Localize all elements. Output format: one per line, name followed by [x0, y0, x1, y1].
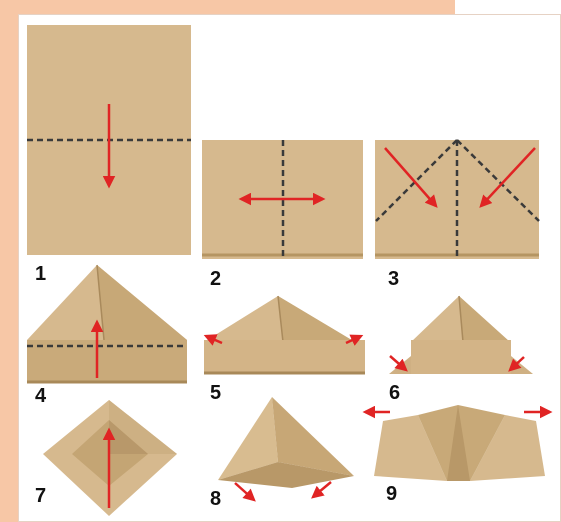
step-7-number: 7 [35, 485, 47, 507]
step-8-left-arrow [234, 482, 256, 502]
step-3-number: 3 [388, 268, 400, 290]
step-6-illustration [389, 295, 533, 374]
step-6-left-arrow [389, 355, 408, 372]
step-3-right-arrow [479, 147, 536, 208]
step-8-illustration [218, 397, 354, 502]
step-3-left-arrow [384, 147, 438, 208]
step-6-right-arrow [508, 356, 525, 372]
step-5-illustration [203, 295, 365, 375]
step-8-number: 8 [210, 488, 222, 510]
step-5-number: 5 [210, 382, 222, 404]
step-2-illustration [202, 140, 363, 259]
step-3-paper [375, 140, 539, 259]
step-1-illustration [27, 25, 191, 255]
step-9-left-wing [374, 415, 447, 481]
step-4-triangle-shade [97, 265, 187, 340]
step-7-illustration [43, 400, 177, 516]
step-8-right-arrow [311, 481, 332, 499]
step-6-band [411, 340, 511, 374]
step-3-left-fold [375, 139, 458, 222]
step-4-number: 4 [35, 385, 47, 407]
step-1-number: 1 [35, 263, 47, 285]
step-5-left-arrow [203, 334, 223, 346]
step-8-left-face [218, 397, 278, 480]
accent-bar-top [0, 0, 455, 14]
step-9-right-wing [470, 415, 545, 481]
step-3-illustration [375, 139, 540, 259]
step-4-illustration [27, 264, 187, 384]
accent-bar-left [0, 0, 18, 522]
step-9-number: 9 [386, 483, 398, 505]
step-8-right-face [272, 397, 354, 476]
step-6-number: 6 [389, 382, 401, 404]
step-5-band [204, 340, 365, 373]
step-9-illustration [362, 405, 553, 481]
step-2-number: 2 [210, 268, 222, 290]
step-8-bottom-face [218, 462, 354, 488]
step-5-right-arrow [345, 334, 364, 346]
